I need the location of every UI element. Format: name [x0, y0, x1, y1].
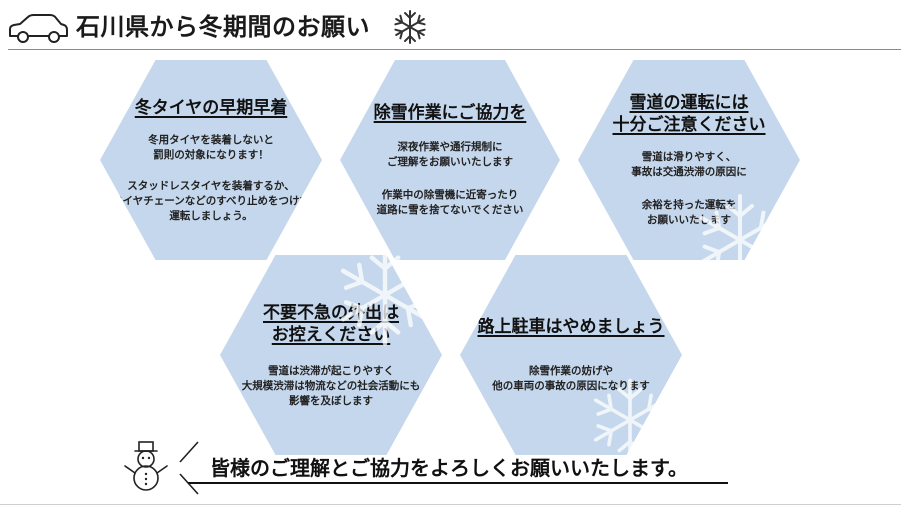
- card-winter-tires: 冬タイヤの早期早着 冬用タイヤを装着しないと 罰則の対象になります！ スタッドレ…: [100, 60, 322, 260]
- card-body-2: スタッドレスタイヤを装着するか、 タイヤチェーンなどのすべり止めをつけて 運転し…: [112, 179, 310, 222]
- decor-snowflake-icon: [699, 194, 781, 286]
- footer-divider: [0, 504, 901, 505]
- snowflake-icon: [394, 10, 426, 44]
- header: 石川県から冬期間のお願い: [0, 0, 901, 50]
- card-title: 冬タイヤの早期早着: [134, 97, 288, 118]
- card-body-1: 雪道は渋滞が起こりやすく 大規模渋滞は物流などの社会活動にも 影響を及ぼします: [241, 364, 421, 407]
- card-body-1: 除雪作業の妨げや 他の車両の事故の原因になります: [492, 365, 650, 392]
- decor-snowflake-icon: [340, 244, 430, 346]
- car-icon: [9, 14, 68, 43]
- card-body-2: 作業中の除雪機に近寄ったり 道路に雪を捨てないでください: [376, 189, 524, 216]
- card-body-1: 深夜作業や通行規制に ご理解をお願いいたします: [387, 141, 513, 168]
- card-body-1: 冬用タイヤを装着しないと 罰則の対象になります！: [148, 133, 274, 161]
- footer-message: 皆様のご理解とご協力をよろしくお願いいたします。: [210, 456, 688, 480]
- card-title: 除雪作業にご協力を: [373, 103, 527, 123]
- footer-accent-lines: [179, 441, 199, 495]
- card-title: 雪道の運転には 十分ご注意ください: [612, 93, 766, 135]
- header-divider: [8, 49, 901, 50]
- card-body-1: 雪道は滑りやすく、 事故は交通渋滞の原因に: [631, 151, 747, 178]
- page-title: 石川県から冬期間のお願い: [76, 13, 370, 41]
- card-no-street-parking: 路上駐車はやめましょう 除雪作業の妨げや 他の車両の事故の原因になります: [460, 255, 682, 455]
- decor-snowflake-icon: [593, 378, 667, 462]
- card-title: 路上駐車はやめましょう: [477, 317, 665, 337]
- card-avoid-outings: 不要不急の外出は お控えください 雪道は渋滞が起こりやすく 大規模渋滞は物流など…: [220, 255, 442, 455]
- snowman-icon: [124, 441, 168, 491]
- footer-underline: [188, 482, 728, 484]
- card-snow-removal: 除雪作業にご協力を 深夜作業や通行規制に ご理解をお願いいたします 作業中の除雪…: [340, 60, 560, 260]
